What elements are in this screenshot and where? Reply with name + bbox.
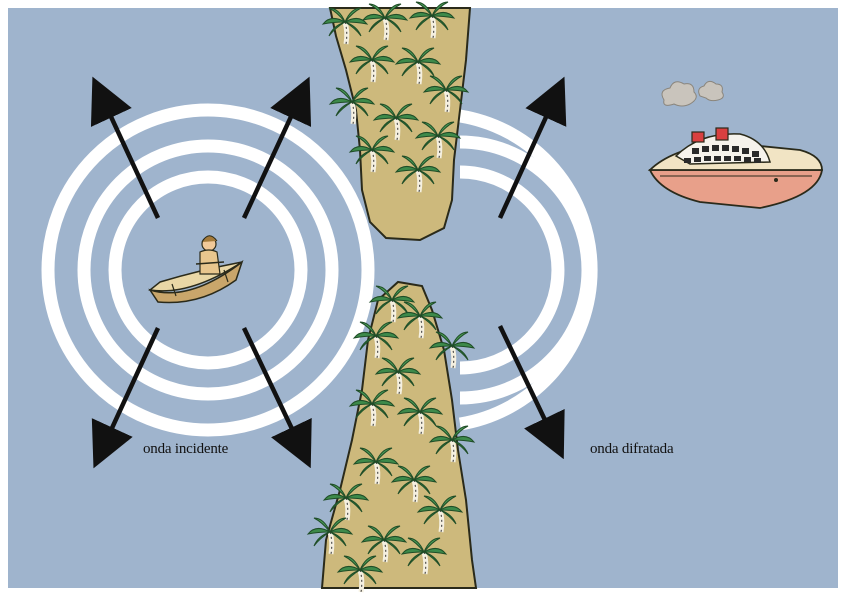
incident-wave-label: onda incidente	[143, 441, 228, 458]
diffracted-wave-label: onda difratada	[590, 441, 673, 458]
